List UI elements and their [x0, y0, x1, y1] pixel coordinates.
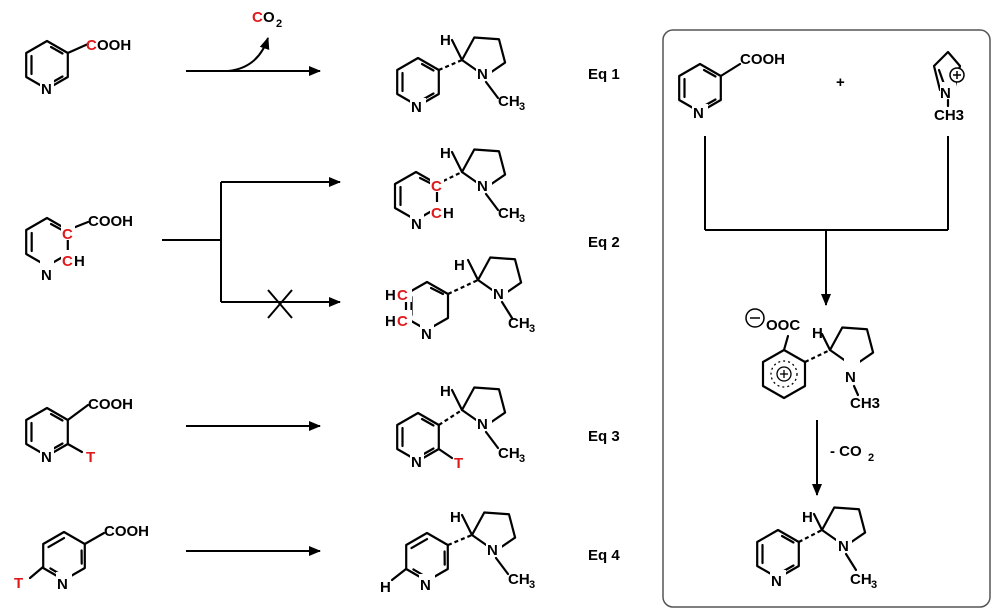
eq3-product: H N CH 3 T N — [396, 381, 525, 472]
box-nicotine-h: H — [802, 509, 813, 526]
eq2-label-c2: C — [62, 253, 73, 270]
co2-c: C — [252, 9, 263, 26]
eq1-product-n: N — [477, 66, 488, 83]
eq1-reactant: C OOH N — [25, 37, 131, 98]
eq2-reactant: N C C H COOH — [25, 213, 133, 284]
eq2-top-ring-n: N — [411, 216, 422, 233]
eq4-ring-n: N — [57, 576, 68, 593]
eq4-cooh: COOH — [104, 523, 149, 540]
eq3-product-ring-n: N — [411, 454, 422, 471]
eq4-label: Eq 4 — [588, 547, 620, 564]
eq2-bottom-h1: H — [385, 287, 396, 304]
box-ooc: OOC — [766, 317, 800, 334]
eq2-product-top: H N CH 3 C C H N — [393, 143, 525, 233]
box-minus-co2-sub: 2 — [868, 452, 874, 464]
eq2-arrow — [162, 177, 341, 319]
box-acid-n: N — [693, 105, 704, 122]
eq2-label-h: H — [74, 253, 85, 270]
eq2-cooh: COOH — [88, 213, 133, 230]
eq1-ring-n: N — [41, 81, 52, 98]
eq3-product-tritium: T — [454, 455, 463, 472]
eq1-label: Eq 1 — [588, 66, 620, 83]
eq3-ring-n: N — [41, 449, 52, 466]
eq1-product: H N CH 3 N — [396, 31, 525, 116]
box-nicotinic-acid: COOH N — [678, 51, 785, 122]
eq2-bottom-h: H — [454, 257, 465, 274]
eq2-bottom-h2: H — [385, 313, 396, 330]
eq2-bottom-n: N — [493, 286, 504, 303]
cross-mark-icon — [267, 289, 293, 319]
eq3-product-ch-sub: 3 — [519, 453, 525, 465]
eq2-top-n: N — [477, 178, 488, 195]
eq4-product-ring-n: N — [420, 577, 431, 594]
eq1-product-ring-n: N — [411, 99, 422, 116]
eq4-product-ch: CH — [508, 571, 530, 588]
eq1-product-ch: CH — [498, 93, 520, 110]
eq2-top-c1: C — [431, 178, 442, 195]
box-minus-co2: - CO — [830, 443, 862, 460]
eq4-product: H N CH 3 H N — [380, 506, 535, 596]
box-cooh: COOH — [740, 51, 785, 68]
box-intermediate-h: H — [812, 325, 823, 342]
eq3-cooh: COOH — [88, 396, 133, 413]
eq3-tritium: T — [86, 449, 95, 466]
eq3-product-n: N — [477, 416, 488, 433]
eq1-arrow: C O 2 — [186, 9, 321, 76]
box-pyrrolinium-n: N — [940, 85, 951, 102]
eq4-tritium: T — [14, 575, 23, 592]
eq2-top-c2: C — [431, 205, 442, 222]
eq2-label: Eq 2 — [588, 234, 620, 251]
box-plus: + — [836, 74, 845, 91]
eq2-top-h: H — [440, 145, 451, 162]
eq2-label-c1: C — [62, 226, 73, 243]
eq2-ring-n: N — [41, 267, 52, 284]
eq4-product-ch-sub: 3 — [529, 579, 535, 591]
mechanism-box: COOH N + N CH3 OOC — [662, 29, 991, 608]
eq4-reactant: N COOH T — [14, 523, 149, 593]
eq2-bottom-ring-n: N — [421, 326, 432, 343]
box-nicotine: H N CH 3 N — [756, 501, 877, 591]
eq1-carboxyl-c: C — [86, 37, 97, 54]
eq2-bottom-c2: C — [397, 313, 408, 330]
eq2-bottom-ch: CH — [508, 315, 530, 332]
box-intermediate: OOC H N CH3 — [745, 308, 880, 412]
eq4-product-n: N — [487, 542, 498, 559]
eq3-label: Eq 3 — [588, 428, 620, 445]
co2-subscript: 2 — [276, 18, 282, 30]
eq2-product-bottom: H N CH 3 H C H C N — [384, 251, 535, 343]
eq2-bottom-c1: C — [397, 287, 408, 304]
box-nicotine-ch-sub: 3 — [871, 579, 877, 591]
eq2-top-h2: H — [443, 205, 454, 222]
box-intermediate-n: N — [845, 369, 856, 386]
eq3-reactant: N COOH T — [25, 396, 133, 466]
eq1-product-h: H — [440, 32, 451, 49]
eq1-product-ch-sub: 3 — [519, 101, 525, 113]
box-nicotine-n: N — [838, 538, 849, 555]
box-intermediate-ch3: CH3 — [850, 395, 880, 412]
eq2-bottom-ch-sub: 3 — [529, 323, 535, 335]
eq4-product-h: H — [450, 509, 461, 526]
eq3-product-h: H — [440, 383, 451, 400]
box-nicotine-ring-n: N — [771, 573, 782, 590]
box-pyrrolinium: N CH3 — [932, 50, 965, 124]
eq2-top-ch-sub: 3 — [519, 213, 525, 225]
box-pyrrolinium-ch3: CH3 — [934, 107, 964, 124]
eq2-top-ch: CH — [498, 205, 520, 222]
eq1-carboxyl-rest: OOH — [97, 37, 131, 54]
co2-o: O — [263, 9, 275, 26]
eq4-product-h2: H — [380, 579, 391, 596]
box-nicotine-ch: CH — [850, 571, 872, 588]
eq3-product-ch: CH — [498, 445, 520, 462]
